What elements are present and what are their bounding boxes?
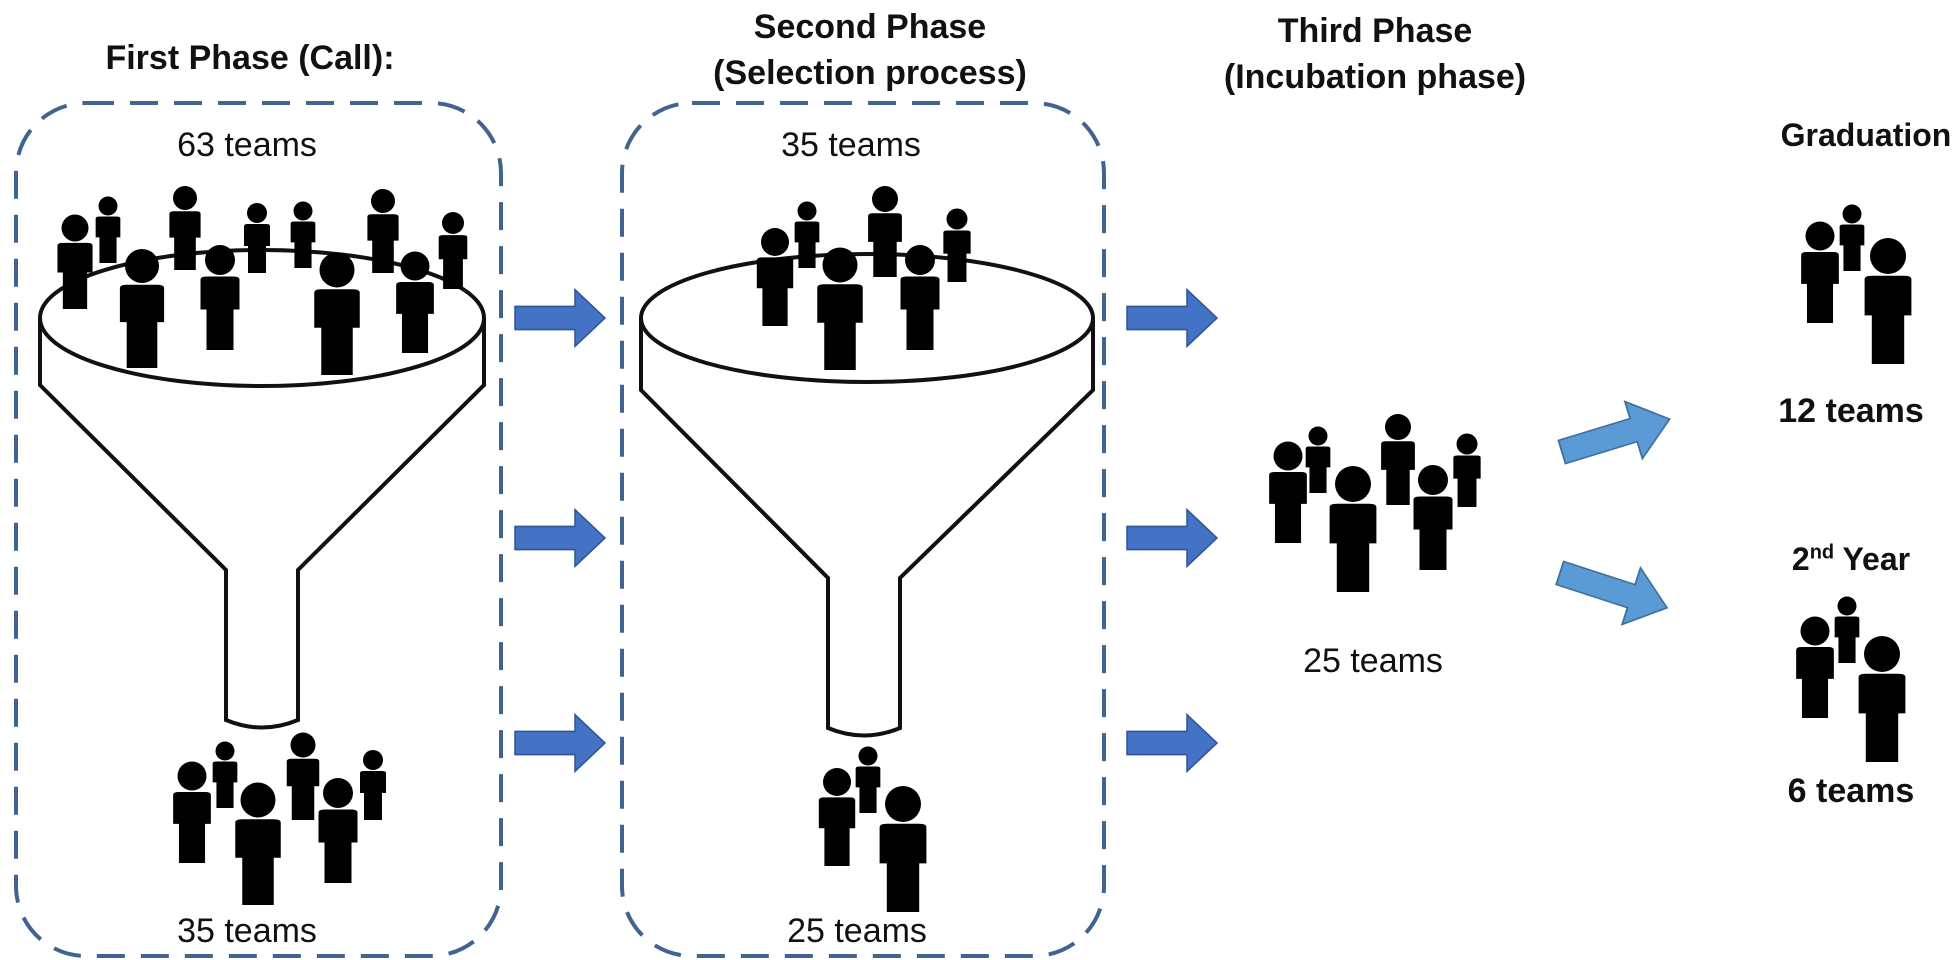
third-phase-title-line2: (Incubation phase) xyxy=(1223,58,1527,96)
second-phase-title: Second Phase (Selection process) xyxy=(713,4,1027,96)
person-icon xyxy=(318,778,358,883)
second-phase-title-line1: Second Phase xyxy=(753,8,987,46)
person-icon xyxy=(1381,414,1415,505)
person-icon xyxy=(173,761,211,863)
funnel-icon xyxy=(639,252,1095,738)
first-phase-title: First Phase (Call): xyxy=(105,39,395,77)
arrows-to-outcomes xyxy=(1549,389,1680,637)
arrows-phase1-to-phase2 xyxy=(514,288,606,773)
second-phase-out-count: 25 teams xyxy=(787,912,927,950)
person-icon xyxy=(818,768,856,866)
person-icon xyxy=(1329,466,1377,592)
person-icon xyxy=(1839,204,1865,271)
second-year-title: 2nd Year xyxy=(1792,536,1910,582)
people-group-25-teams-out xyxy=(818,746,927,912)
second-phase-title-line2: (Selection process) xyxy=(713,54,1027,92)
people-group-third-phase xyxy=(1269,414,1481,592)
person-icon xyxy=(1864,238,1912,364)
person-icon xyxy=(1858,636,1906,762)
person-icon xyxy=(235,782,281,905)
person-icon xyxy=(95,196,121,263)
second-year-title-main: 2 xyxy=(1791,541,1810,577)
person-icon xyxy=(1453,433,1481,507)
arrow-icon xyxy=(514,508,606,568)
arrow-icon xyxy=(1126,508,1218,568)
people-group-graduation xyxy=(1801,204,1912,364)
first-phase-out-count: 35 teams xyxy=(177,912,317,950)
second-phase-box xyxy=(620,101,1106,958)
first-phase-in-count: 63 teams xyxy=(177,126,317,164)
arrow-icon xyxy=(1126,288,1218,348)
person-icon xyxy=(879,786,927,912)
person-icon xyxy=(360,750,386,820)
graduation-count: 12 teams xyxy=(1778,392,1924,430)
person-icon xyxy=(1834,596,1860,663)
arrow-icon xyxy=(514,288,606,348)
third-phase-count: 25 teams xyxy=(1303,642,1443,680)
second-year-title-rest: Year xyxy=(1834,541,1911,577)
arrow-icon xyxy=(1549,543,1678,637)
people-group-35-teams-out xyxy=(173,732,386,905)
first-phase-box xyxy=(14,101,503,958)
person-icon xyxy=(1413,465,1453,570)
arrow-icon xyxy=(1552,389,1680,482)
person-icon xyxy=(1269,441,1307,543)
arrows-phase2-to-phase3 xyxy=(1126,288,1218,773)
third-phase-title: Third Phase (Incubation phase) xyxy=(1224,8,1526,100)
second-year-title-sup: nd xyxy=(1809,541,1835,564)
second-year-count: 6 teams xyxy=(1787,772,1915,810)
arrow-icon xyxy=(514,713,606,773)
second-phase-in-count: 35 teams xyxy=(781,126,921,164)
arrow-icon xyxy=(1126,713,1218,773)
person-icon xyxy=(1801,221,1839,323)
person-icon xyxy=(1305,426,1331,493)
graduation-title: Graduation xyxy=(1780,117,1952,153)
people-group-second-year xyxy=(1796,596,1906,762)
person-icon xyxy=(1796,616,1834,718)
person-icon xyxy=(212,741,238,808)
third-phase-title-line1: Third Phase xyxy=(1277,12,1473,50)
person-icon xyxy=(286,732,320,820)
person-icon xyxy=(855,746,881,813)
